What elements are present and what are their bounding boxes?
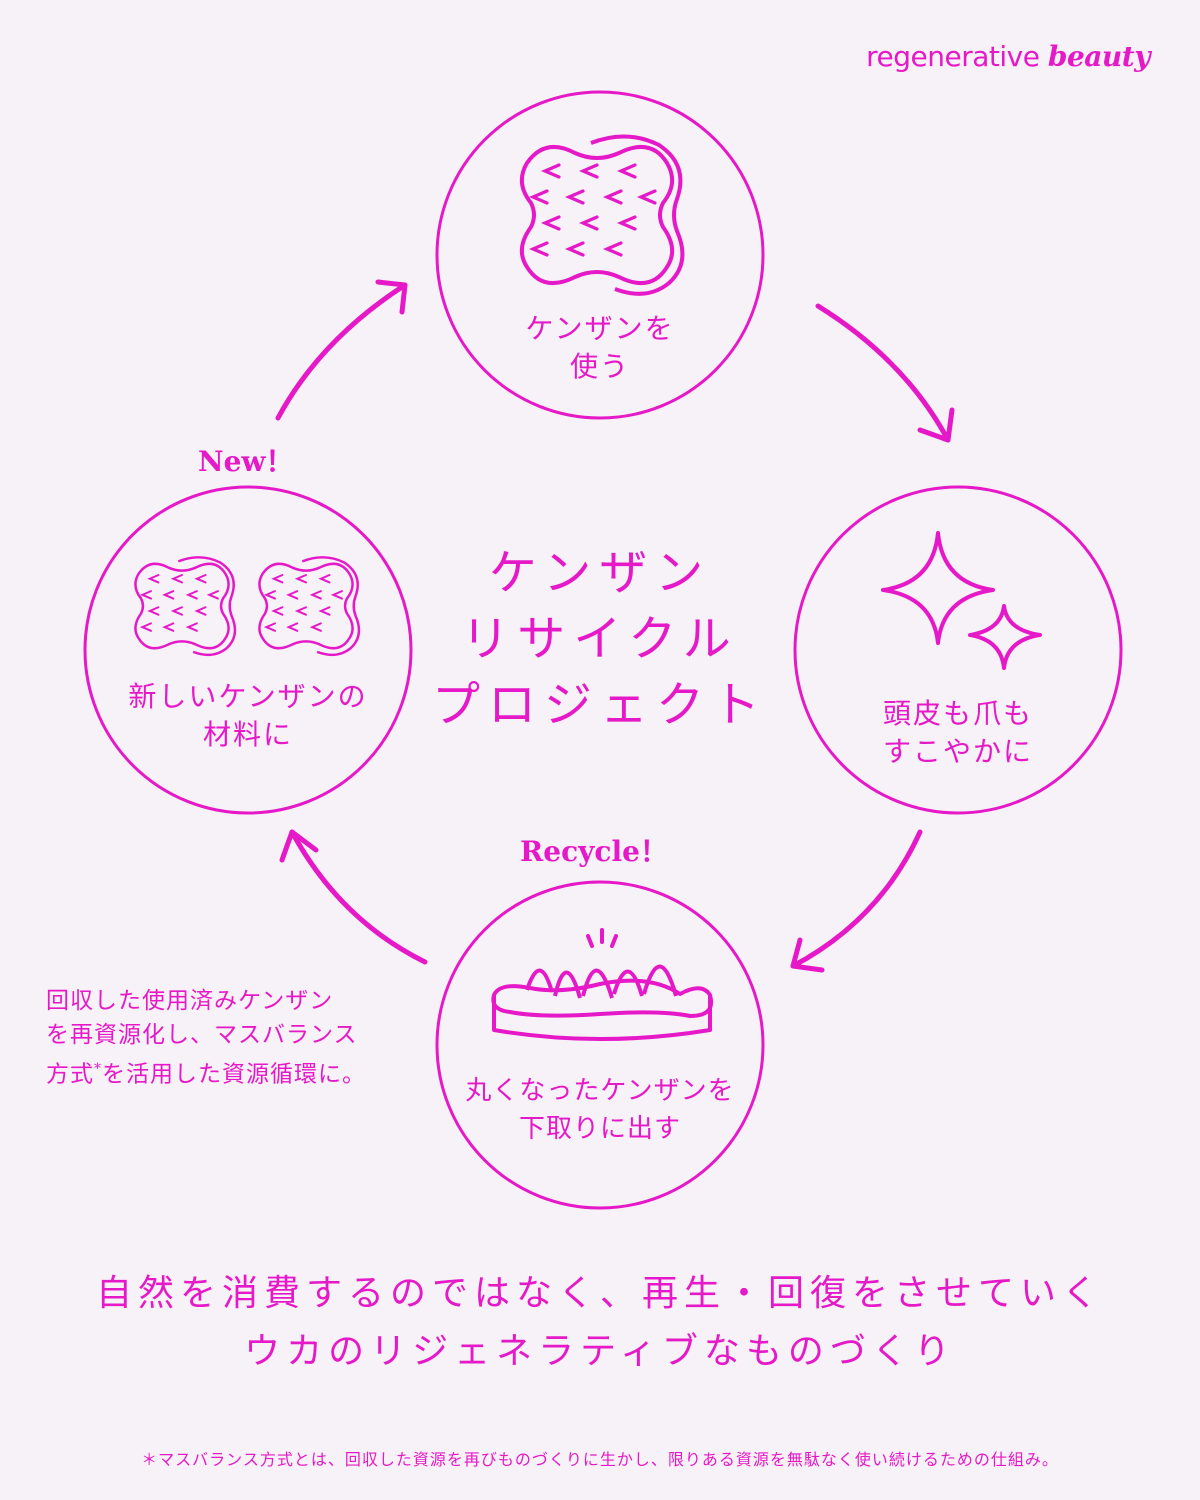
step-label-tradein: 丸くなったケンザンを 下取りに出す [450,1072,750,1148]
step-label-use: ケンザンを 使う [450,310,750,386]
step-label-use-line2: 使う [569,350,630,383]
recycle-note-line3a: 方式 [46,1061,94,1088]
arrow-to-tradein-icon [790,829,923,973]
step-label-material-line1: 新しいケンザンの [128,680,368,713]
center-title: ケンザン リサイクル プロジェクト [400,540,800,738]
center-title-line1: ケンザン [488,545,712,601]
tag-recycle: Recycle！ [520,835,668,868]
step-label-material-line2: 材料に [202,718,293,751]
two-kenzan-brushes-icon [134,556,361,657]
sparkle-icon [881,531,1042,670]
step-label-healthy-line1: 頭皮も爪も [882,697,1033,730]
step-circle-tradein [435,880,765,1210]
brand-logo: regenerative beauty [866,40,1150,73]
step-label-healthy: 頭皮も爪も すこやかに [808,695,1108,771]
brand-word-regenerative: regenerative [866,40,1040,73]
step-label-use-line1: ケンザンを [525,312,675,345]
arrow-to-material-icon [279,829,428,965]
step-label-healthy-line2: すこやかに [882,735,1033,768]
step-circle-material [83,485,413,815]
center-title-line3: プロジェクト [431,677,768,733]
step-circle-use [435,90,765,420]
step-circle-healthy [793,485,1123,815]
step-label-tradein-line2: 下取りに出す [518,1114,681,1144]
tag-new: New！ [198,445,294,478]
recycle-note-asterisk: * [94,1061,102,1077]
step-label-tradein-line1: 丸くなったケンザンを [465,1076,735,1106]
recycle-note: 回収した使用済みケンザン を再資源化し、マスバランス 方式*を活用した資源循環に… [46,984,406,1092]
center-title-line2: リサイクル [461,611,739,667]
tagline-line2: ウカのリジェネラティブなものづくり [244,1331,956,1372]
worn-kenzan-icon [491,928,713,1041]
recycle-note-line3b: を活用した資源循環に。 [102,1061,366,1088]
recycle-note-line3: 方式*を活用した資源循環に。 [46,1052,406,1092]
recycle-note-line1: 回収した使用済みケンザン [46,988,334,1014]
arrow-to-use-icon [275,279,408,421]
tagline-line1: 自然を消費するのではなく、再生・回復をさせていく [95,1273,1104,1314]
footnote: ＊マスバランス方式とは、回収した資源を再びものづくりに生かし、限りある資源を無駄… [141,1450,1059,1469]
recycle-note-line2: を再資源化し、マスバランス [46,1022,358,1048]
brand-word-beauty: beauty [1047,40,1151,73]
arrow-to-healthy-icon [815,303,955,443]
step-label-material: 新しいケンザンの 材料に [98,678,398,754]
kenzan-brush-icon [519,134,685,296]
